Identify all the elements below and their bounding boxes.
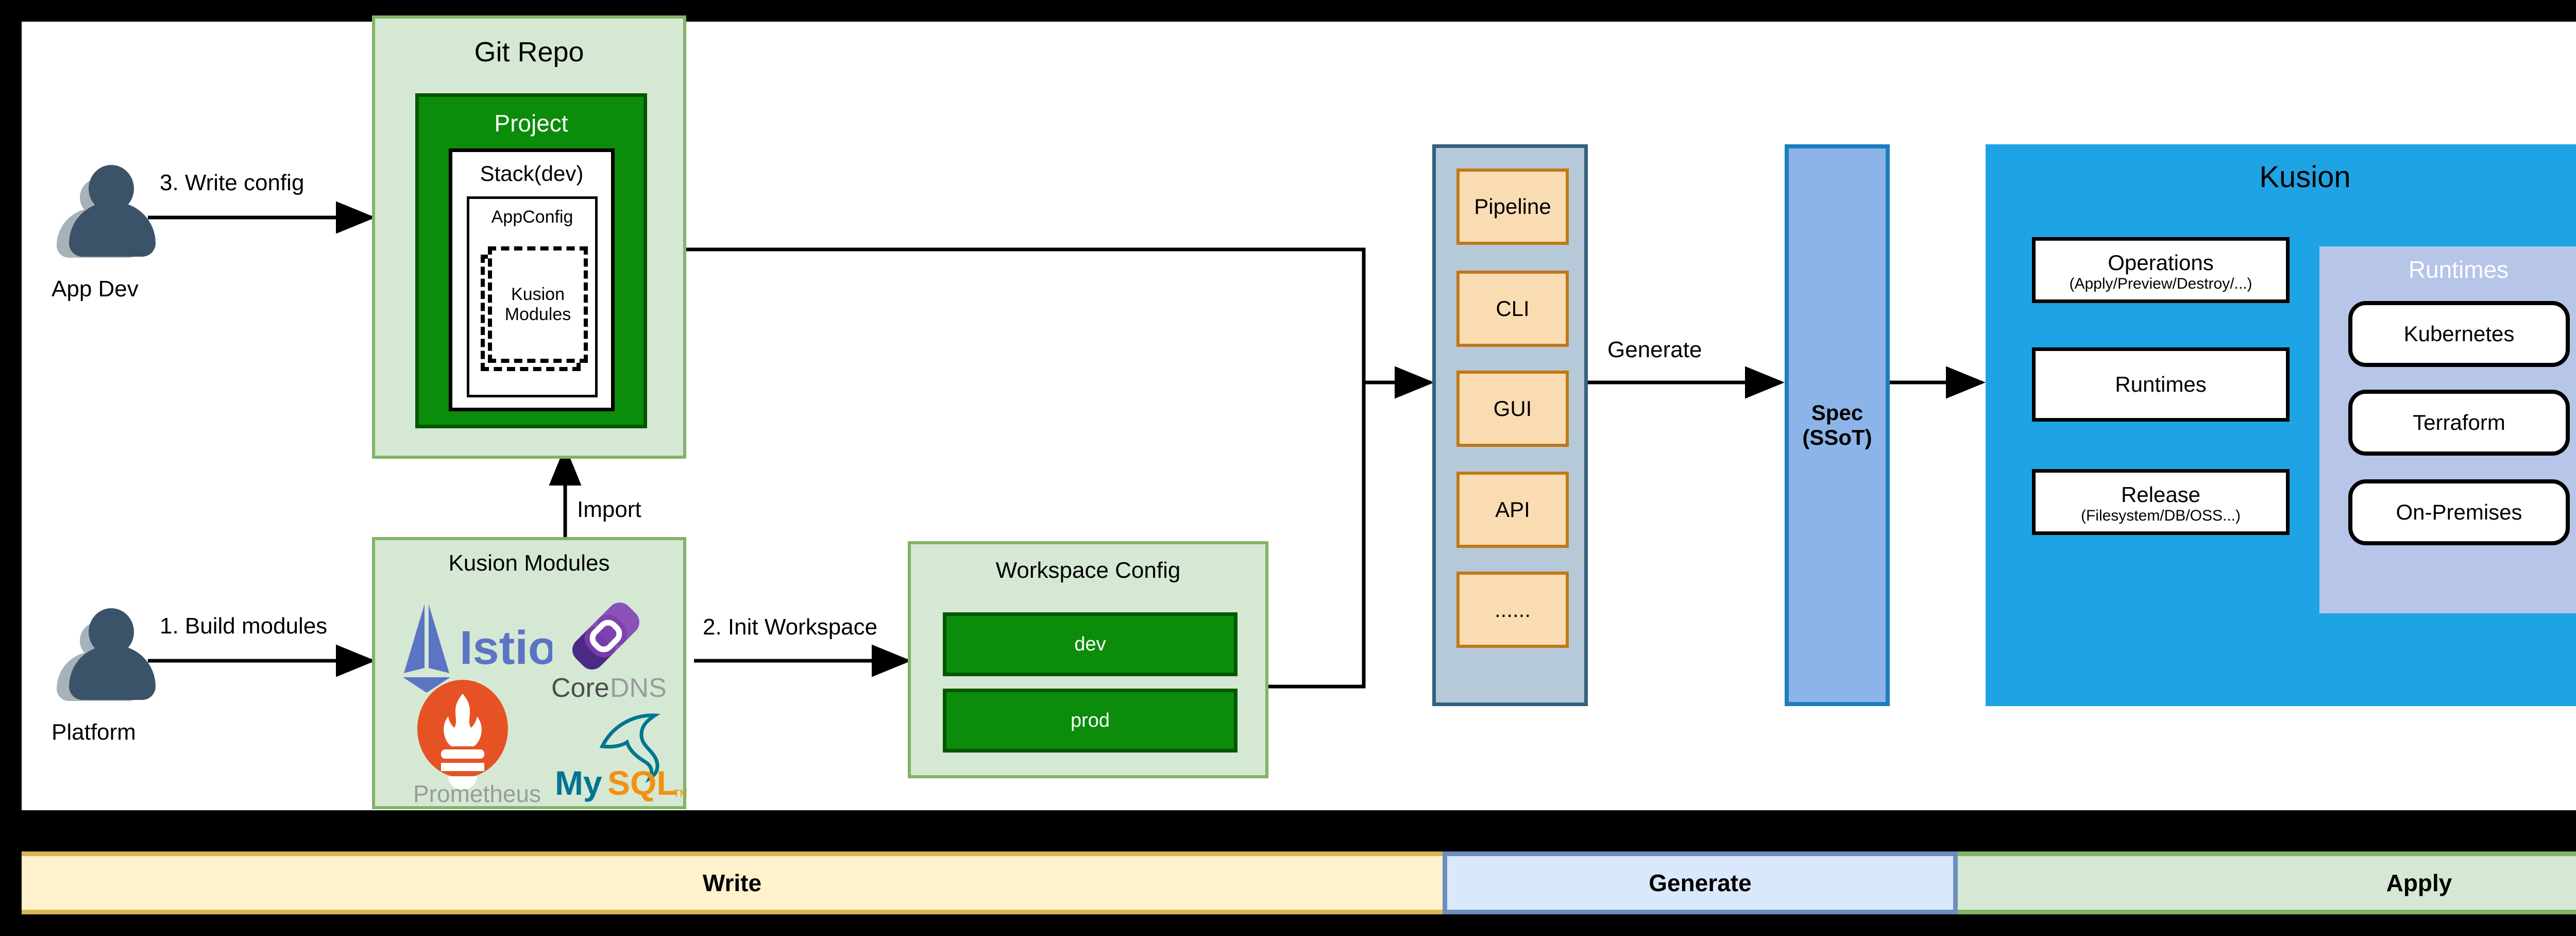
kusion-panel: Kusion Operations (Apply/Preview/Destroy… [1986, 144, 2576, 706]
workspace-entry-dev[interactable]: dev [943, 612, 1238, 676]
diagram-canvas: App Dev 3. Write config Platform 1. Buil… [22, 15, 2576, 810]
interface-gui-label: GUI [1493, 396, 1532, 421]
phase-generate-label: Generate [1649, 870, 1752, 896]
interface-cli-label: CLI [1496, 296, 1530, 321]
appconfig-label: AppConfig [491, 207, 573, 227]
kusion-runtimes-group: Runtimes Kubernetes Terraform On-Premise… [2319, 246, 2576, 613]
stack-box: Stack(dev) AppConfig Kusion Modules [449, 148, 615, 411]
workspace-config-title: Workspace Config [995, 558, 1181, 583]
edge-label-generate: Generate [1607, 337, 1702, 362]
runtime-terraform-label: Terraform [2413, 410, 2505, 434]
runtime-terraform[interactable]: Terraform [2348, 390, 2570, 456]
svg-text:Prometheus: Prometheus [413, 780, 541, 807]
interface-pipeline-label: Pipeline [1474, 194, 1551, 219]
kusion-runtimes-box-label: Runtimes [2115, 372, 2207, 396]
kusion-modules-panel-title: Kusion Modules [448, 550, 610, 576]
workspace-config-panel: Workspace Config dev prod [908, 541, 1268, 778]
actor-app-dev: App Dev [52, 161, 156, 302]
workspace-entry-prod[interactable]: prod [943, 689, 1238, 753]
phase-write: Write [22, 851, 1443, 914]
kusion-release-box[interactable]: Release (Filesystem/DB/OSS...) [2032, 469, 2290, 535]
git-repo-project: Project Stack(dev) AppConfig Kusion Modu… [415, 93, 647, 428]
edge-label-init-workspace: 2. Init Workspace [703, 614, 878, 640]
runtime-kubernetes-label: Kubernetes [2403, 322, 2515, 346]
kusion-modules-panel: Kusion Modules Istio Core DNS [372, 537, 688, 809]
platform-avatar-icon [52, 604, 156, 702]
svg-text:SQL: SQL [607, 764, 677, 802]
workspace-entry-prod-label: prod [1070, 709, 1110, 731]
kusion-modules-line2: Modules [504, 305, 571, 324]
interface-gui[interactable]: GUI [1456, 371, 1569, 447]
svg-text:TM: TM [673, 788, 687, 799]
kusion-release-subtitle: (Filesystem/DB/OSS...) [2080, 507, 2241, 524]
kusion-runtimes-box[interactable]: Runtimes [2032, 347, 2290, 422]
interface-more[interactable]: ...... [1456, 572, 1569, 648]
kusion-modules-dashed-front: Kusion Modules [488, 246, 588, 363]
runtime-on-premises-label: On-Premises [2396, 500, 2522, 524]
phase-write-label: Write [702, 870, 762, 896]
interface-api[interactable]: API [1456, 472, 1569, 548]
spec-title-line1: Spec [1811, 400, 1863, 425]
kusion-runtimes-group-title: Runtimes [2408, 256, 2509, 283]
kusion-release-title: Release [2121, 482, 2201, 507]
interface-more-label: ...... [1494, 597, 1531, 622]
edge-label-write-config: 3. Write config [160, 170, 304, 195]
svg-text:My: My [555, 764, 602, 802]
phase-generate: Generate [1443, 851, 1958, 914]
actor-app-dev-label: App Dev [52, 276, 139, 302]
coredns-logo: Core DNS [545, 596, 674, 714]
kusion-operations-subtitle: (Apply/Preview/Destroy/...) [2069, 275, 2252, 292]
svg-text:Core: Core [551, 673, 609, 703]
actor-platform-label: Platform [52, 720, 136, 745]
mysql-logo: My SQL TM [553, 704, 688, 807]
runtime-on-premises[interactable]: On-Premises [2348, 479, 2570, 545]
actor-platform: Platform [52, 604, 156, 745]
edge-label-build-modules: 1. Build modules [160, 613, 328, 639]
edge-label-import: Import [577, 497, 641, 522]
runtime-kubernetes[interactable]: Kubernetes [2348, 301, 2570, 367]
phase-apply: Apply [1958, 851, 2576, 914]
appconfig-box: AppConfig Kusion Modules [467, 196, 598, 397]
interface-cli[interactable]: CLI [1456, 271, 1569, 347]
svg-text:Istio: Istio [460, 622, 552, 674]
kusion-modules-line1: Kusion [511, 285, 565, 304]
kusion-title: Kusion [2259, 160, 2351, 194]
svg-text:DNS: DNS [610, 673, 667, 703]
phase-apply-label: Apply [2386, 870, 2452, 896]
istio-logo: Istio [398, 602, 557, 695]
kusion-operations-title: Operations [2108, 250, 2214, 275]
git-repo-title: Git Repo [474, 37, 584, 68]
kusion-operations-box[interactable]: Operations (Apply/Preview/Destroy/...) [2032, 237, 2290, 303]
interface-api-label: API [1495, 497, 1530, 522]
spec-title-line2: (SSoT) [1802, 425, 1872, 449]
interfaces-panel: Pipeline CLI GUI API ...... [1432, 144, 1588, 706]
app-dev-avatar-icon [52, 161, 156, 259]
git-repo-panel: Git Repo Project Stack(dev) AppConfig Ku… [372, 15, 686, 459]
spec-panel: Spec (SSoT) [1785, 144, 1890, 706]
phase-bar: Write Generate Apply [22, 851, 2576, 914]
workspace-entry-dev-label: dev [1074, 633, 1106, 655]
prometheus-logo: Prometheus [411, 678, 555, 807]
stack-label: Stack(dev) [480, 161, 584, 186]
project-label: Project [494, 110, 568, 137]
interface-pipeline[interactable]: Pipeline [1456, 169, 1569, 245]
